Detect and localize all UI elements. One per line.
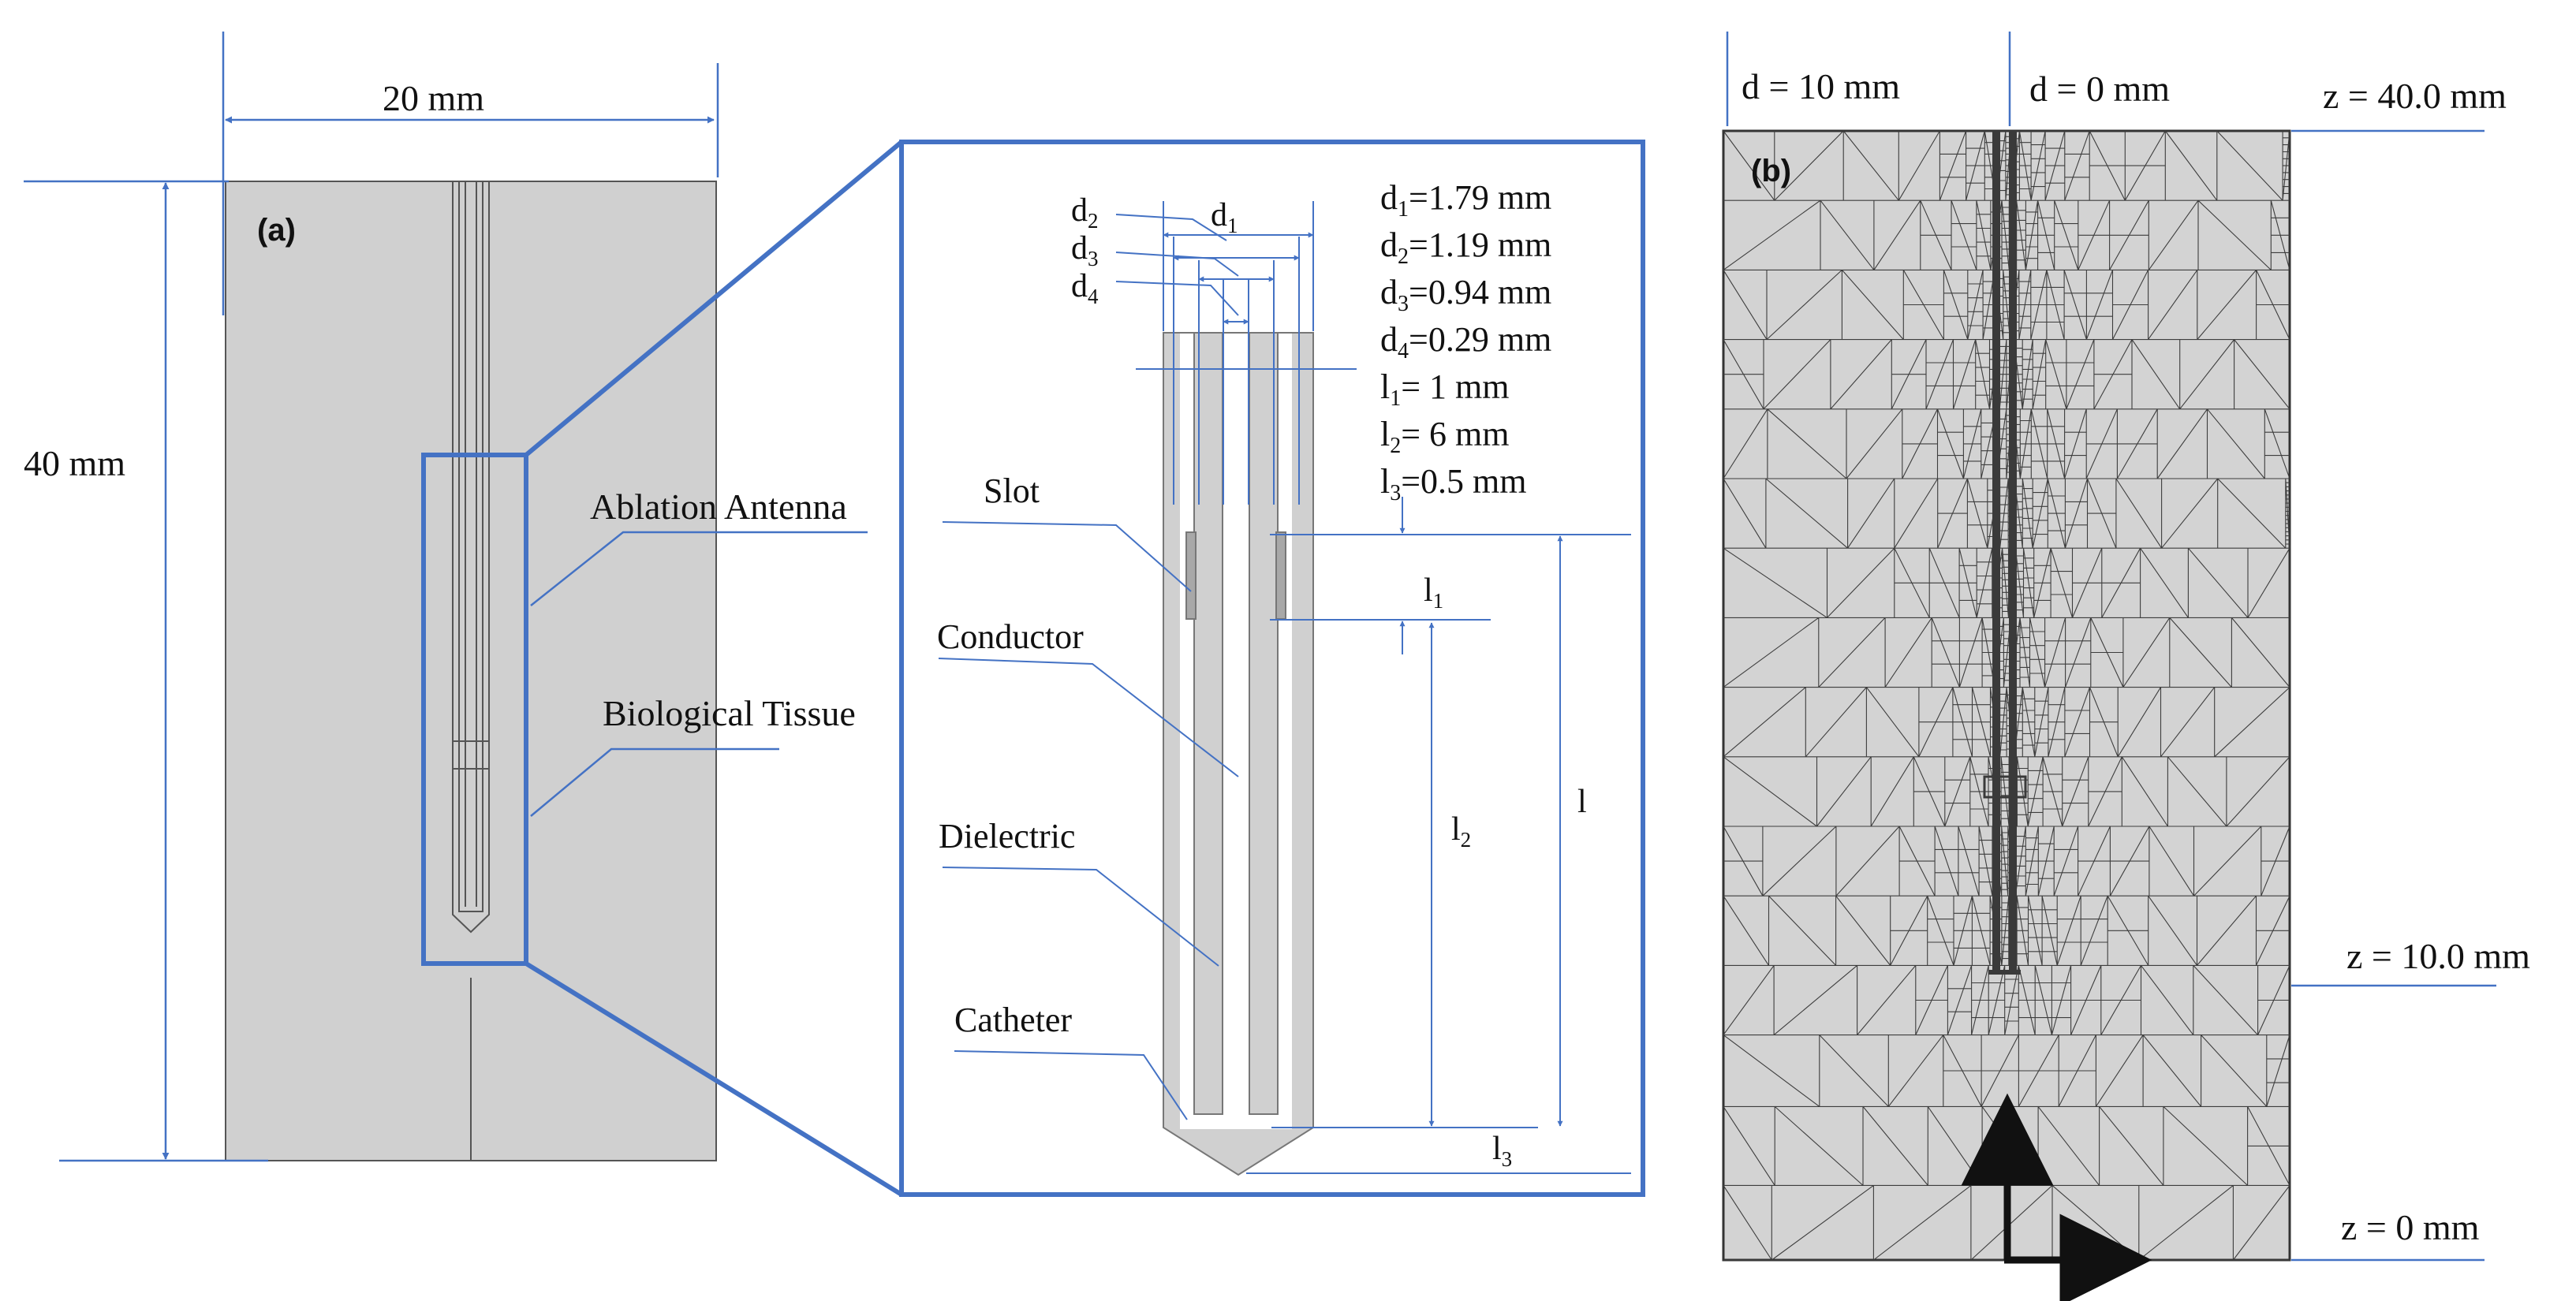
antenna-detail-shape [1163,332,1314,1176]
fem-mesh [1723,130,2290,1261]
dimension-lines-a [24,32,719,1162]
label-z40: z = 40.0 mm [2323,76,2507,116]
label-d10: d = 10 mm [1742,66,1900,106]
dim-l2: l2= 6 mm [1380,415,1510,458]
dim-d4: d4=0.29 mm [1380,320,1551,363]
panel-a-tag: (a) [257,213,296,248]
tag-l2: l2 [1451,811,1471,852]
dimension-lines-b [1726,32,2496,1262]
antenna-outline-a [452,181,490,934]
detail-panel: d2 d1 d3 d4 d1=1.79 mm d2=1.19 mm d3=0.9… [899,140,1645,1197]
label-catheter: Catheter [954,1001,1072,1039]
label-z10: z = 10.0 mm [2346,936,2530,976]
tag-d4: d4 [1071,268,1099,308]
tag-l3: l3 [1492,1131,1512,1171]
leader-antenna [530,531,868,606]
zoom-connector-top [525,140,903,457]
label-z0: z = 0 mm [2341,1207,2480,1247]
dim-l1: l1= 1 mm [1380,367,1510,411]
antenna-in-mesh [1983,131,2027,975]
zoom-box-a [421,453,528,966]
dim-d1: d1=1.79 mm [1380,178,1551,222]
tag-l: l [1577,784,1587,820]
label-ablation-antenna: Ablation Antenna [590,486,847,527]
dim-d2: d2=1.19 mm [1380,226,1551,269]
label-biological-tissue: Biological Tissue [603,693,856,733]
tag-d1: d1 [1211,197,1238,237]
height-dim-label: 40 mm [24,443,125,483]
tag-d2: d2 [1071,192,1099,233]
label-slot: Slot [984,472,1040,510]
width-dim-label: 20 mm [383,78,484,118]
dimension-values: d1=1.79 mm d2=1.19 mm d3=0.94 mm d4=0.29… [1380,178,1551,505]
dimension-lines-detail [938,201,1631,1174]
leader-tissue [530,747,779,817]
label-conductor: Conductor [937,617,1084,656]
dim-l3: l3=0.5 mm [1380,462,1527,505]
label-dielectric: Dielectric [939,817,1075,856]
panel-a: (a) 20 mm 40 mm Ablation Antenna Biologi… [24,32,903,1197]
label-d0: d = 0 mm [2029,69,2170,109]
dim-d3: d3=0.94 mm [1380,273,1551,316]
panel-b: (b) d = 10 mm d = 0 mm z = 40.0 mm z = 1… [1722,32,2530,1301]
zoom-connector-bottom [525,961,903,1197]
panel-b-tag: (b) [1751,154,1791,188]
tag-l1: l1 [1424,572,1443,613]
mesh-edges [1723,130,2290,1261]
tag-d3: d3 [1071,230,1099,270]
